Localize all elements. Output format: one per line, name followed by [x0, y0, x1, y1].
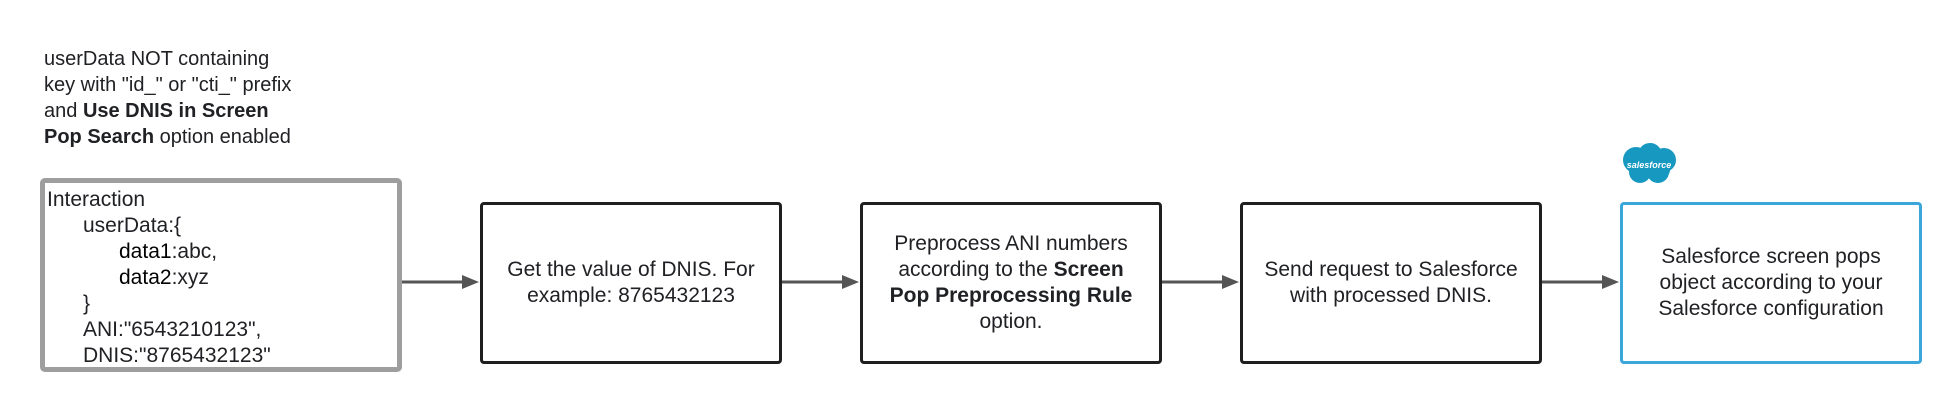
- step-bold-text: Screen Pop Preprocessing Rule: [889, 258, 1133, 307]
- userdata-close: }: [83, 292, 91, 315]
- salesforce-logo: salesforce: [1623, 143, 1676, 183]
- caption-text: and: [44, 100, 83, 122]
- step-send-request: Send request to Salesforce with processe…: [1240, 202, 1542, 364]
- arrow-3: [1162, 275, 1239, 289]
- data1-key: data1: [119, 240, 172, 263]
- ani-line: ANI:"6543210123",: [83, 318, 262, 341]
- interaction-title: Interaction: [47, 188, 146, 211]
- step-preprocess-ani: Preprocess ANI numbers according to the …: [860, 202, 1162, 364]
- data1-line: data1:abc,: [47, 239, 397, 265]
- step-get-dnis-text: Get the value of DNIS. For example: 8765…: [507, 258, 755, 307]
- caption-text: option enabled: [154, 126, 291, 148]
- arrow-4: [1542, 275, 1619, 289]
- step-get-dnis: Get the value of DNIS. For example: 8765…: [480, 202, 782, 364]
- caption-bold-text: Pop Search: [44, 126, 155, 148]
- condition-caption: userData NOT containing key with "id_" o…: [44, 46, 291, 150]
- step-send-request-text: Send request to Salesforce with processe…: [1264, 258, 1518, 307]
- step-preprocess-ani-text: Preprocess ANI numbers according to the …: [879, 231, 1143, 335]
- step-text: Preprocess ANI numbers according to the: [894, 232, 1128, 281]
- step-text: option.: [979, 310, 1043, 333]
- data2-line: data2:xyz: [47, 265, 397, 291]
- salesforce-cloud-icon: [1623, 143, 1676, 183]
- arrow-1: [402, 275, 479, 289]
- caption-line-3: and Use DNIS in Screen: [44, 98, 291, 124]
- caption-line-4: Pop Search option enabled: [44, 124, 291, 150]
- arrow-2: [782, 275, 859, 289]
- caption-line-1: userData NOT containing: [44, 48, 270, 70]
- caption-line-2: key with "id_" or "cti_" prefix: [44, 74, 292, 96]
- caption-bold-text: Use DNIS in Screen: [82, 100, 269, 122]
- data2-key: data2: [119, 266, 172, 289]
- step-salesforce-screen-pop: Salesforce screen pops object according …: [1620, 202, 1922, 364]
- data2-value: :xyz: [171, 266, 209, 289]
- step-screen-pop-text: Salesforce screen pops object according …: [1658, 245, 1884, 320]
- data1-value: :abc,: [171, 240, 218, 263]
- salesforce-logo-text: salesforce: [1627, 160, 1672, 170]
- dnis-line: DNIS:"8765432123": [83, 344, 271, 367]
- userdata-open: userData:{: [83, 214, 182, 237]
- interaction-box: Interaction userData:{ data1:abc, data2:…: [40, 178, 402, 372]
